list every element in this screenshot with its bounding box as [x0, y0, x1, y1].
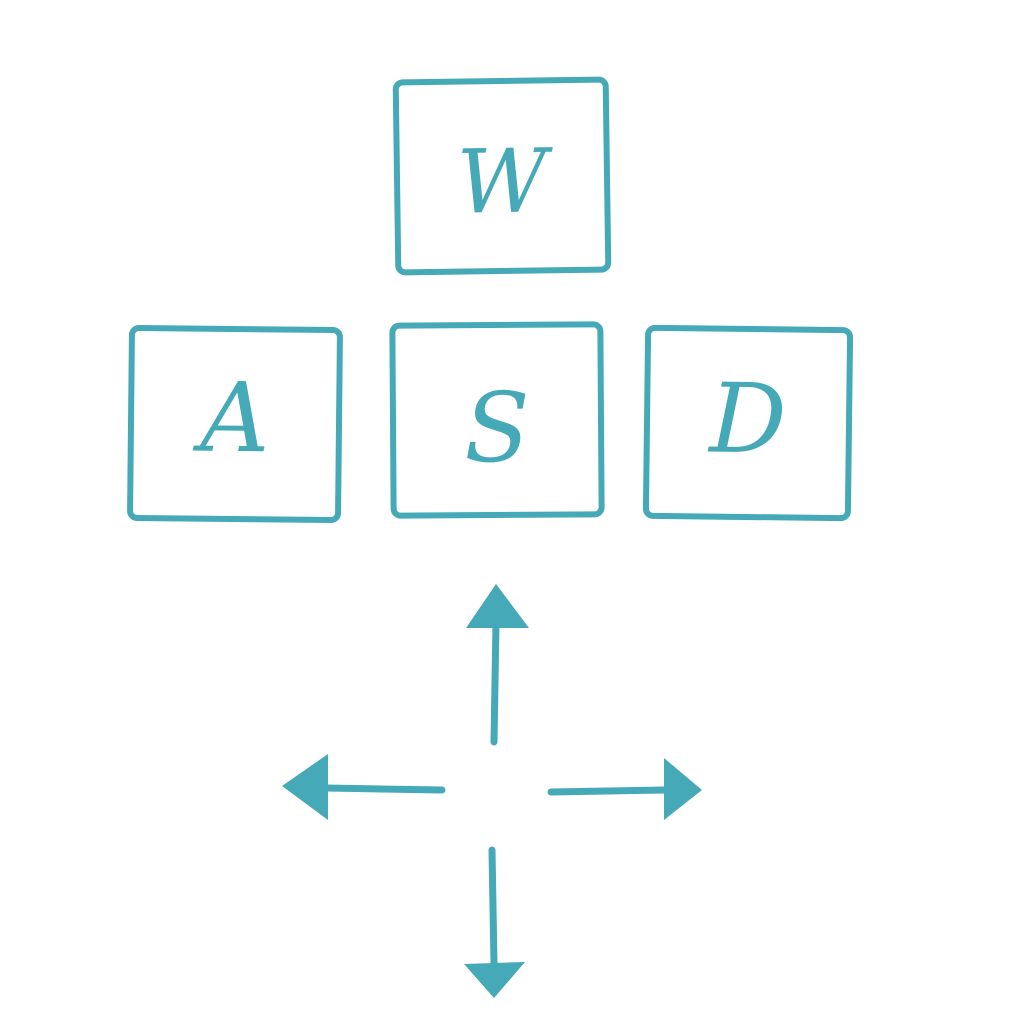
key-d-label: D — [708, 362, 788, 476]
arrow-left-icon — [282, 754, 446, 820]
arrow-down-icon — [464, 846, 525, 998]
key-s: S — [389, 321, 605, 519]
arrow-right-icon — [547, 758, 702, 820]
key-w: W — [392, 76, 612, 276]
key-s-label: S — [463, 371, 531, 485]
key-w-label: W — [456, 129, 549, 234]
arrow-up-icon — [466, 584, 529, 746]
key-d: D — [642, 324, 854, 522]
key-a-label: A — [199, 361, 271, 475]
key-a: A — [126, 324, 344, 524]
